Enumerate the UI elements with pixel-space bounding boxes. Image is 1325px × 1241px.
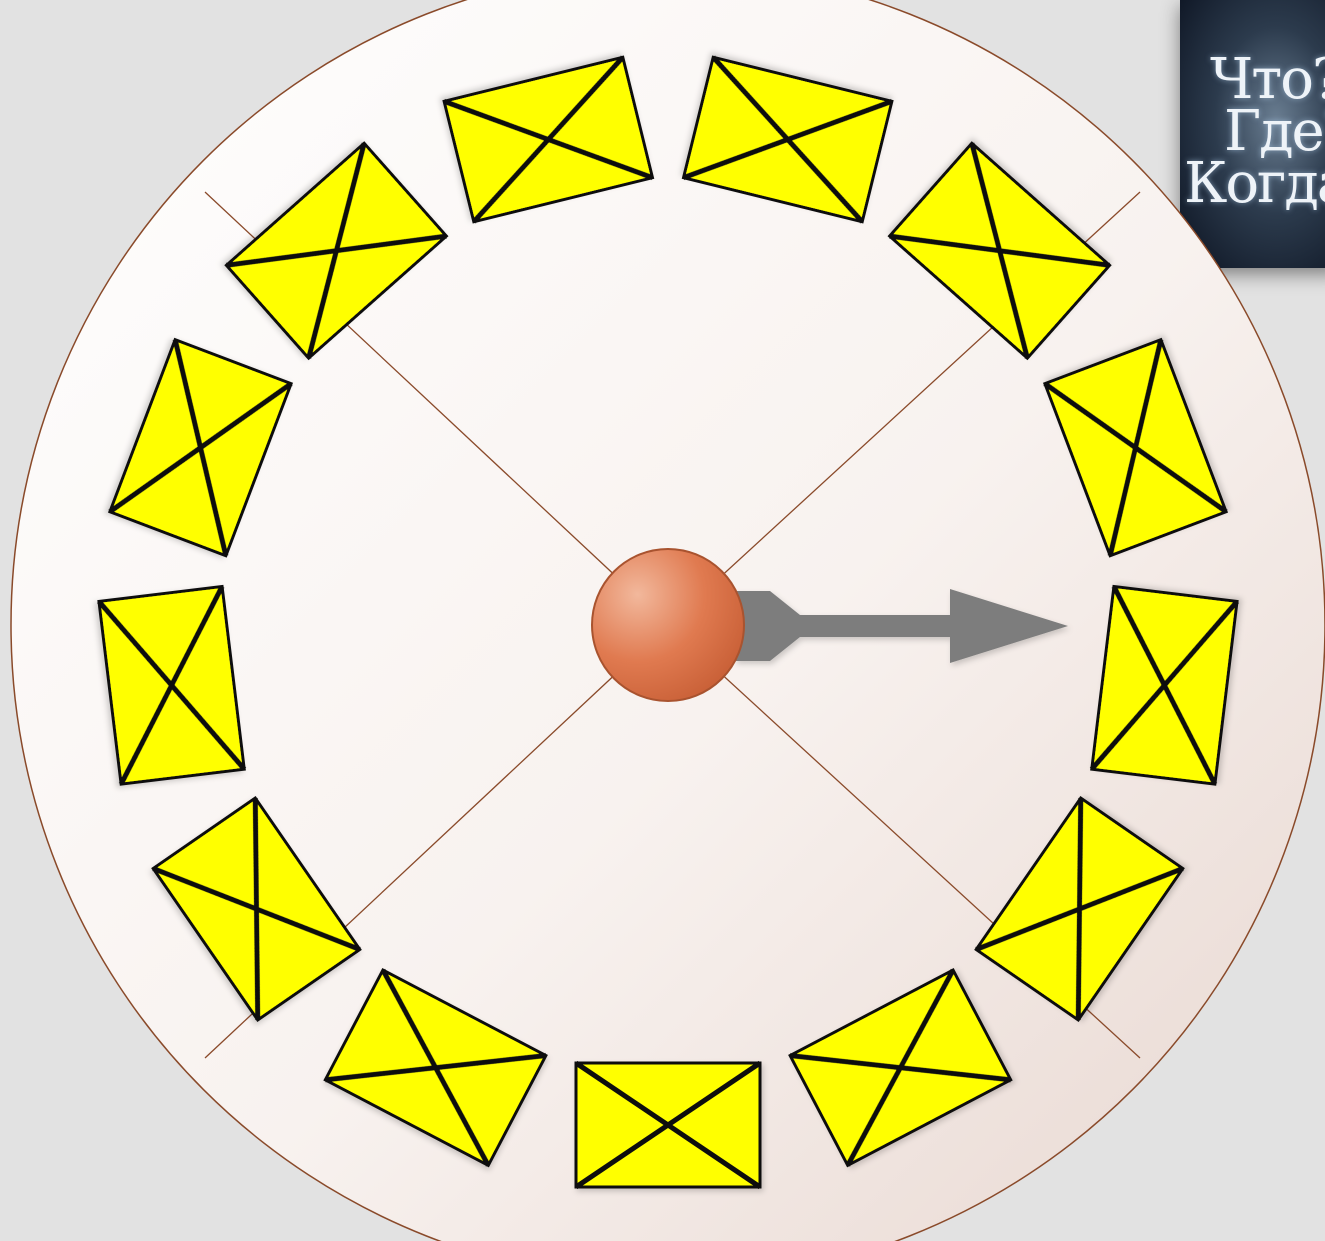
- sector-envelope-11[interactable]: [99, 587, 244, 785]
- sector-envelope-1[interactable]: [576, 1063, 760, 1187]
- wheel-hub[interactable]: [592, 549, 744, 701]
- sector-envelope-4[interactable]: [1092, 587, 1237, 785]
